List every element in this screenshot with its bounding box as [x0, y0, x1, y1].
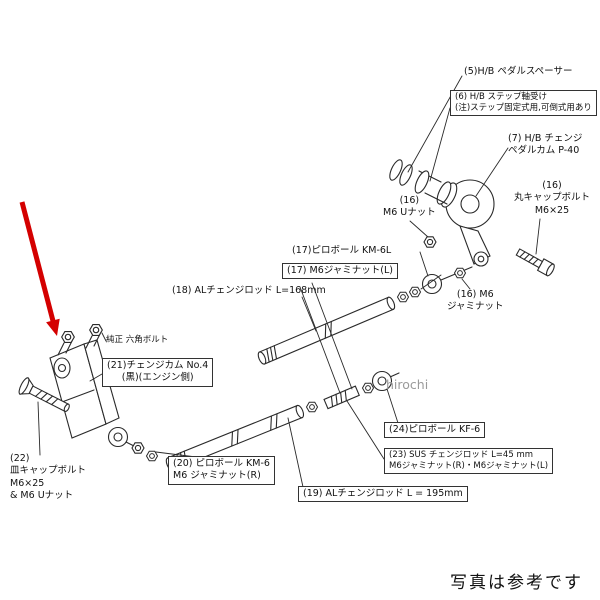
part-pedal-spacer	[389, 159, 452, 205]
label-18: (18) ALチェンジロッド L=168mm	[172, 285, 326, 296]
label-17-jam-nut: (17) M6ジャミナット(L)	[282, 263, 398, 280]
label-24: (24)ピロボール KF-6	[384, 422, 486, 439]
part-pillow-ball-24	[371, 370, 400, 392]
watermark-text: hirochi	[386, 377, 429, 392]
caption-text: 写真は参考です	[450, 573, 583, 593]
part-change-cam-21	[49, 339, 120, 439]
part-pedal-cam	[445, 179, 495, 267]
label-19: (19) ALチェンジロッド L = 195mm	[298, 486, 468, 503]
break-lines	[299, 282, 353, 394]
part-flat-bolt-22	[18, 376, 70, 413]
part-pillow-ball-17	[396, 266, 473, 303]
part-cap-bolt-16	[515, 248, 555, 277]
label-6: (6) H/B ステップ軸受け (注)ステップ固定式用,可倒式用あり	[450, 90, 597, 117]
pointer-arrow	[19, 201, 60, 336]
label-5: (5)H/B ペダルスペーサー	[464, 66, 573, 77]
label-20: (20) ピロボール KM-6 M6 ジャミナット(R)	[168, 456, 275, 485]
label-23: (23) SUS チェンジロッド L=45 mm M6ジャミナット(R)・M6ジ…	[384, 448, 554, 475]
label-21: (21)チェンジカム No.4 (黒)(エンジン側)	[102, 358, 214, 387]
part-u-nut-16	[423, 236, 437, 248]
label-16-u-nut: (16) M6 Uナット	[383, 195, 436, 219]
label-16-cap-bolt: (16) 丸キャップボルト M6×25	[514, 180, 591, 216]
label-7: (7) H/B チェンジ ペダルカム P-40	[508, 133, 583, 157]
part-rod-23	[305, 382, 375, 413]
label-22: (22) 皿キャップボルト M6×25 & M6 Uナット	[10, 453, 87, 502]
part-rod-18	[257, 296, 396, 365]
part-jam-nut-16	[453, 267, 467, 279]
label-17-pillow-ball: (17)ピロボール KM-6L	[292, 245, 392, 256]
part-hex-bolt-oem	[57, 323, 103, 356]
part-pillow-ball-20	[107, 426, 159, 462]
label-16-jam-nut: (16) M6 ジャミナット	[447, 289, 504, 313]
label-oem-hex-bolt: 純正 六角ボルト	[106, 335, 169, 345]
